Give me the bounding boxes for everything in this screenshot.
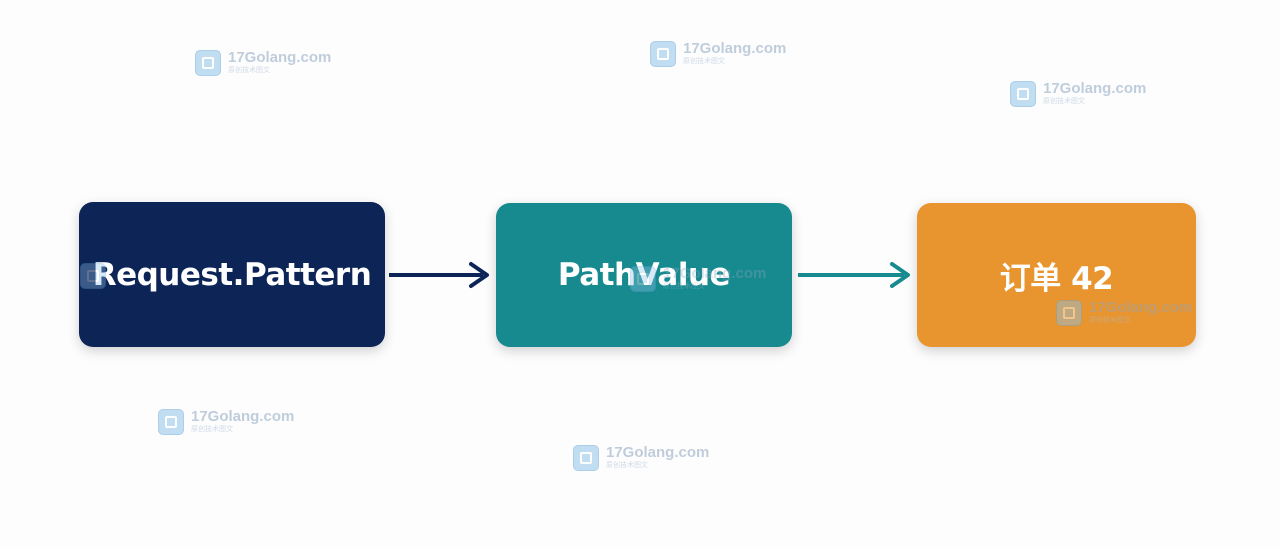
watermark-logo-icon — [650, 41, 676, 67]
watermark-site: 17Golang.com — [228, 49, 332, 66]
watermark-logo-icon — [195, 50, 221, 76]
watermark-sub: 原创技术图文 — [606, 461, 648, 469]
arrow-request-to-pathvalue — [389, 262, 489, 288]
watermark-logo-icon — [158, 409, 184, 435]
watermark: 17Golang.com 原创技术图文 — [573, 445, 709, 471]
node-request-pattern: Request.Pattern — [79, 202, 385, 347]
watermark-site: 17Golang.com — [191, 408, 295, 425]
watermark: 17Golang.com 原创技术图文 — [650, 41, 786, 67]
watermark: 17Golang.com 原创技术图文 — [158, 409, 294, 435]
watermark-sub: 原创技术图文 — [228, 66, 270, 74]
node-order: 订单 42 — [917, 203, 1196, 347]
watermark-site: 17Golang.com — [606, 444, 710, 461]
watermark-sub: 原创技术图文 — [191, 425, 233, 433]
watermark: 17Golang.com 原创技术图文 — [1010, 81, 1146, 107]
watermark-sub: 原创技术图文 — [1043, 97, 1085, 105]
node-label: 订单 42 — [999, 260, 1114, 297]
watermark: 17Golang.com 原创技术图文 — [195, 50, 331, 76]
watermark-site: 17Golang.com — [683, 40, 787, 57]
watermark-site: 17Golang.com — [1043, 80, 1147, 97]
arrow-pathvalue-to-order — [798, 262, 910, 288]
watermark-sub: 原创技术图文 — [683, 57, 725, 65]
node-label: PathValue — [557, 257, 731, 293]
node-label: Request.Pattern — [92, 256, 372, 293]
node-path-value: PathValue — [496, 203, 792, 347]
watermark-logo-icon — [573, 445, 599, 471]
watermark-logo-icon — [1010, 81, 1036, 107]
